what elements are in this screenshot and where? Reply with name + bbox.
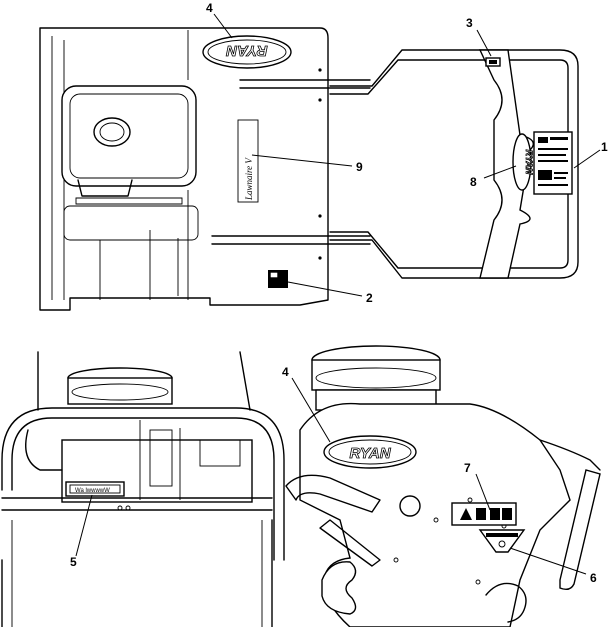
side-logo-decal bbox=[323, 435, 417, 469]
callout-1: 1 bbox=[601, 140, 608, 154]
callout-4-side: 4 bbox=[282, 365, 289, 379]
top-view: RYAN Lawnaire V RYAN bbox=[39, 1, 608, 311]
callout-2: 2 bbox=[366, 291, 373, 305]
fuel-cap bbox=[93, 117, 131, 147]
side-boss bbox=[399, 495, 421, 517]
side-view: RYAN 4 6 7 bbox=[282, 345, 601, 627]
callout-3: 3 bbox=[466, 16, 473, 30]
callout-8: 8 bbox=[470, 175, 477, 189]
handle-logo-decal bbox=[512, 133, 532, 191]
handle-logo-text: RYAN bbox=[524, 150, 534, 175]
top-logo-decal bbox=[202, 35, 292, 69]
callout-6: 6 bbox=[590, 571, 597, 585]
handle-bar bbox=[329, 49, 579, 279]
rear-view: Wa lwwwwW 5 bbox=[1, 351, 285, 627]
top-housing-outline bbox=[39, 27, 329, 311]
callout-9: 9 bbox=[356, 160, 363, 174]
callout-4-top: 4 bbox=[206, 1, 213, 15]
model-decal-text: Lawnaire V bbox=[244, 157, 254, 201]
serial-plate-text: Wa lwwwwW bbox=[75, 488, 110, 494]
side-logo-text: RYAN bbox=[349, 445, 391, 462]
top-logo-text: RYAN bbox=[225, 42, 267, 59]
callout-5: 5 bbox=[70, 555, 77, 569]
callout-7: 7 bbox=[464, 461, 471, 475]
serial-plate bbox=[65, 481, 125, 497]
handle-plate bbox=[478, 49, 534, 279]
